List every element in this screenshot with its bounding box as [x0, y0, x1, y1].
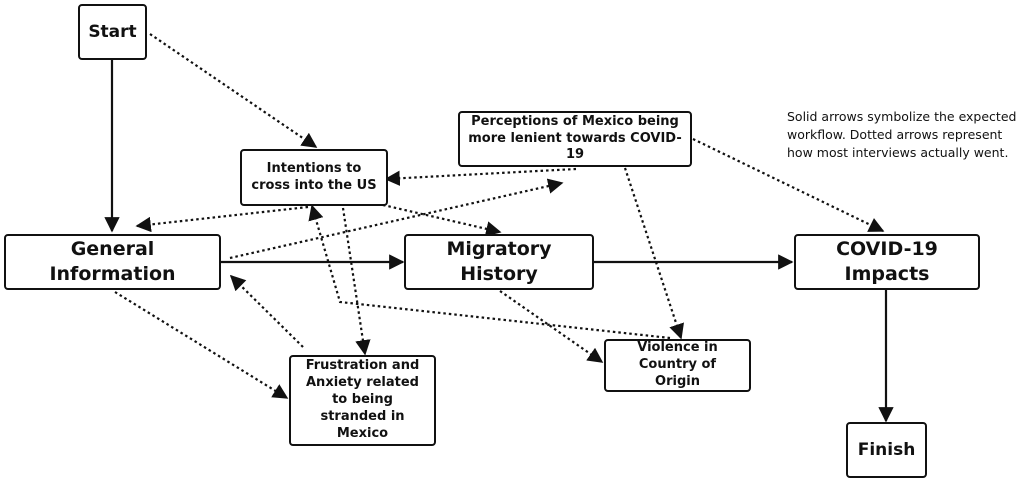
- node-violence-label: Violence in Country of Origin: [637, 340, 718, 389]
- node-intentions-label: Intentions to cross into the US: [251, 160, 377, 193]
- node-migratory-history: Migratory History: [404, 234, 594, 290]
- node-general-information-label: General Information: [49, 238, 176, 285]
- dotted-arrow-general-perceptions: [229, 178, 564, 260]
- legend-note: Solid arrows symbolize the expected work…: [787, 109, 1017, 161]
- node-perceptions: Perceptions of Mexico being more lenient…: [458, 111, 692, 167]
- dotted-arrow-violence-intentions: [308, 204, 671, 340]
- dotted-arrow-start-intentions: [149, 33, 318, 148]
- node-general-information: General Information: [4, 234, 221, 290]
- dotted-arrow-intentions-general: [135, 205, 309, 233]
- dotted-arrow-general-frustration: [114, 291, 289, 399]
- node-finish: Finish: [846, 422, 927, 478]
- node-covid-impacts: COVID-19 Impacts: [794, 234, 980, 290]
- node-covid-impacts-label: COVID-19 Impacts: [836, 238, 938, 285]
- dotted-arrow-perceptions-covid: [692, 138, 885, 232]
- node-perceptions-label: Perceptions of Mexico being more lenient…: [468, 113, 682, 163]
- node-intentions: Intentions to cross into the US: [240, 149, 388, 206]
- node-finish-label: Finish: [857, 439, 916, 460]
- dotted-arrow-migratory-violence: [499, 290, 604, 363]
- dotted-arrow-intentions-migratory: [382, 203, 502, 237]
- dotted-arrow-frustration-general: [229, 274, 304, 348]
- node-frustration-label: Frustration and Anxiety related to being…: [305, 358, 420, 441]
- node-start-label: Start: [88, 21, 137, 42]
- dotted-arrow-intentions-frustration: [341, 207, 371, 356]
- node-frustration: Frustration and Anxiety related to being…: [289, 355, 436, 446]
- node-start: Start: [78, 4, 147, 60]
- node-violence: Violence in Country of Origin: [604, 339, 751, 392]
- dotted-arrow-perceptions-violence: [623, 167, 684, 340]
- node-migratory-history-label: Migratory History: [446, 238, 552, 285]
- dotted-arrow-perceptions-intentions: [384, 167, 577, 186]
